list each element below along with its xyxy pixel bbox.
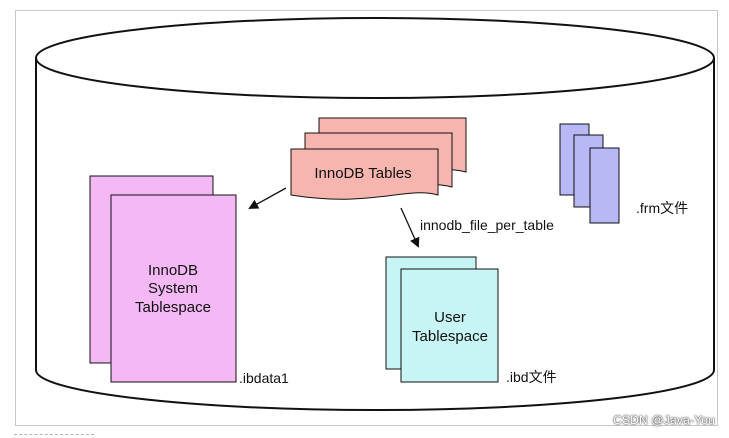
- frm-file-label: .frm文件: [636, 200, 688, 216]
- ibd-file-label: .ibd文件: [506, 369, 557, 385]
- system-tablespace-line-1: InnoDB: [148, 262, 198, 279]
- arrow-to-system-tablespace: [248, 187, 287, 209]
- frm-files-stack: [559, 123, 620, 224]
- user-tablespace: User Tablespace: [385, 256, 499, 383]
- ibdata-file-label: .ibdata1: [239, 370, 289, 386]
- innodb-tables-label: InnoDB Tables: [314, 165, 411, 182]
- user-tablespace-line-1: User: [434, 309, 466, 326]
- arrow-to-user-tablespace: [400, 207, 420, 248]
- image-frame: [15, 10, 718, 426]
- system-tablespace: InnoDB System Tablespace: [89, 175, 237, 383]
- dashed-divider: [14, 434, 94, 435]
- watermark: CSDN @Java-You: [613, 413, 715, 427]
- system-tablespace-line-3: Tablespace: [135, 299, 211, 316]
- user-tablespace-line-2: Tablespace: [412, 328, 488, 345]
- innodb-tables-stack: InnoDB Tables: [290, 117, 467, 200]
- system-tablespace-line-2: System: [148, 280, 198, 297]
- per-table-option-label: innodb_file_per_table: [420, 217, 554, 233]
